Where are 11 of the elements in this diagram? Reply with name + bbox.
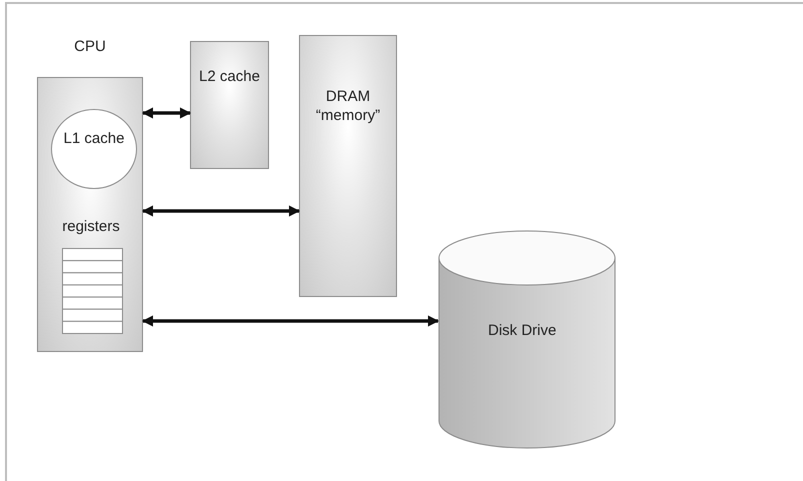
arrow (142, 205, 300, 217)
node-label: Disk Drive (487, 321, 558, 341)
arrow (142, 107, 192, 119)
arrow (142, 315, 440, 327)
node-label: registers (61, 218, 121, 237)
cache-box (190, 41, 269, 169)
node-label: DRAM “memory” (314, 88, 382, 126)
node-heading: CPU (73, 38, 107, 57)
node-label: L1 cache (62, 130, 126, 149)
memory-box (299, 35, 397, 297)
node-label: L2 cache (198, 68, 261, 87)
